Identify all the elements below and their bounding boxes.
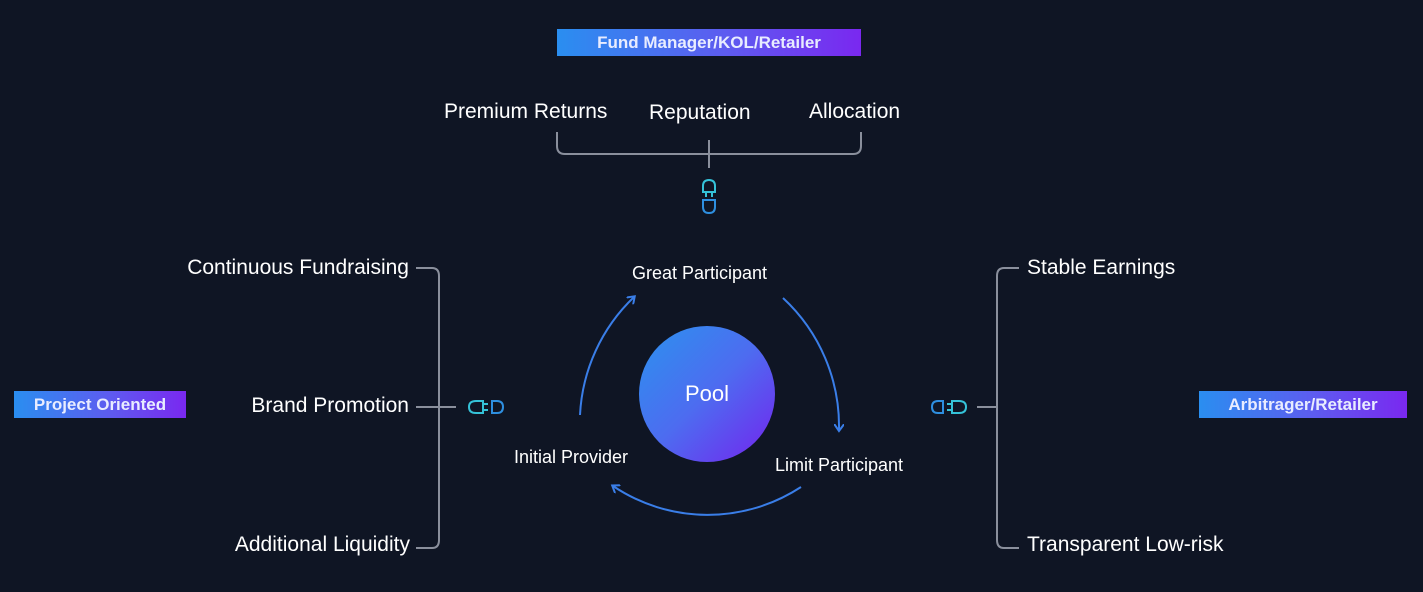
label-continuous-fundraising: Continuous Fundraising	[187, 256, 409, 279]
left-bracket	[416, 267, 456, 549]
label-brand-promotion: Brand Promotion	[251, 394, 409, 417]
pool-circle: Pool	[639, 326, 775, 462]
label-transparent-low-risk: Transparent Low-risk	[1027, 533, 1224, 556]
label-allocation: Allocation	[809, 100, 901, 123]
label-stable-earnings: Stable Earnings	[1027, 256, 1176, 279]
role-initial-provider: Initial Provider	[514, 447, 629, 467]
top-bracket	[556, 132, 862, 168]
right-plug-icon	[930, 400, 968, 414]
badge-arbitrager: Arbitrager/Retailer	[1199, 391, 1407, 418]
top-plug-icon	[702, 178, 716, 215]
cycle-arrow-bottom	[613, 486, 802, 516]
left-plug-icon	[467, 400, 505, 414]
label-reputation: Reputation	[649, 101, 751, 124]
badge-fund-manager: Fund Manager/KOL/Retailer	[557, 29, 861, 56]
right-bracket	[977, 267, 1019, 549]
cycle-arrow-right	[782, 297, 839, 430]
cycle-arrow-left	[579, 297, 634, 416]
pool-label: Pool	[684, 381, 730, 406]
role-great-participant: Great Participant	[632, 263, 768, 283]
role-limit-participant: Limit Participant	[775, 455, 904, 475]
label-additional-liquidity: Additional Liquidity	[234, 533, 410, 556]
label-premium-returns: Premium Returns	[444, 100, 608, 123]
badge-project-oriented: Project Oriented	[14, 391, 186, 418]
